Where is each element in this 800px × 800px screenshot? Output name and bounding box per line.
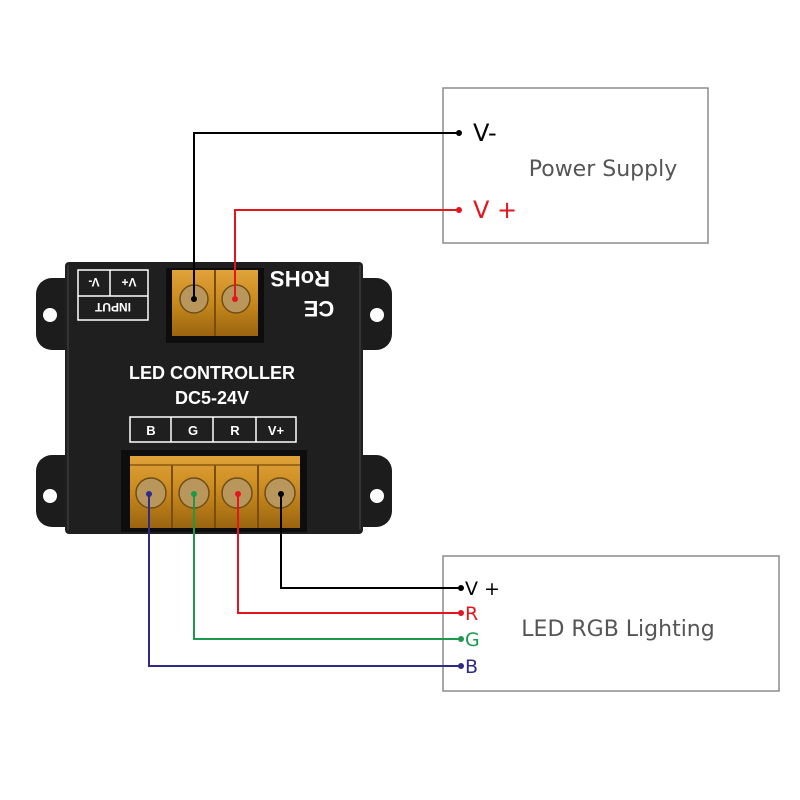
mounting-hole <box>370 308 384 322</box>
led-controller-device: V- V+ INPUT RoHS CE LED CONTROLLER <box>36 262 392 534</box>
wire-endpoint <box>146 491 152 497</box>
input-label-table: V- V+ INPUT <box>77 269 149 321</box>
wire-endpoint <box>191 491 197 497</box>
wire-endpoint <box>278 491 284 497</box>
lighting-wires <box>146 491 464 669</box>
controller-voltage: DC5-24V <box>175 388 249 408</box>
rohs-mark: RoHS <box>270 266 330 291</box>
wire-blue <box>148 494 461 667</box>
supply-v-plus-label: V + <box>473 196 517 224</box>
supply-v-minus-label: V- <box>473 119 497 147</box>
led-lighting-box: LED RGB Lighting <box>442 555 780 692</box>
wire-endpoint <box>458 610 464 616</box>
controller-title: LED CONTROLLER <box>129 363 295 383</box>
led-lighting-title: LED RGB Lighting <box>521 617 714 642</box>
input-v-minus-label: V- <box>88 275 99 289</box>
wire-green <box>193 494 461 640</box>
wire-v-plus-supply <box>234 209 458 299</box>
output-label-b: B <box>146 423 155 438</box>
wire-endpoint <box>191 296 197 302</box>
wire-endpoint <box>458 663 464 669</box>
power-wires <box>191 130 462 302</box>
output-label-table: B G R V+ <box>129 416 297 443</box>
output-label-g: G <box>188 423 198 438</box>
output-label-vplus: V+ <box>268 423 285 438</box>
wire-endpoint <box>458 636 464 642</box>
power-supply-title: Power Supply <box>529 157 677 182</box>
mounting-hole <box>43 308 57 322</box>
mounting-hole <box>43 489 57 503</box>
lighting-r-label: R <box>465 603 478 625</box>
wire-v-plus-lighting <box>280 494 461 589</box>
wire-endpoint <box>232 296 238 302</box>
lighting-v-plus-label: V + <box>465 578 500 600</box>
input-v-plus-label: V+ <box>121 275 136 289</box>
wire-endpoint <box>235 491 241 497</box>
power-supply-box: Power Supply <box>442 87 709 244</box>
mounting-hole <box>370 489 384 503</box>
lighting-g-label: G <box>465 629 480 651</box>
input-terminal-block <box>166 268 264 343</box>
lighting-b-label: B <box>465 656 478 678</box>
wire-endpoint <box>458 585 464 591</box>
wire-endpoint <box>456 207 462 213</box>
ce-mark: CE <box>304 296 335 321</box>
wire-endpoint <box>456 130 462 136</box>
input-label: INPUT <box>94 300 131 314</box>
wire-red <box>237 494 461 614</box>
output-terminal-block <box>121 450 307 532</box>
output-label-r: R <box>230 423 240 438</box>
wire-v-minus <box>193 132 458 299</box>
